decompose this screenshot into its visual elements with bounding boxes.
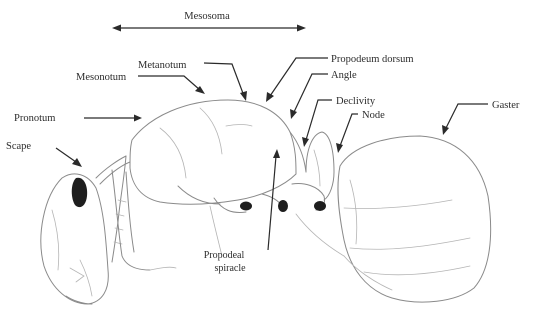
hind-legs: [210, 206, 392, 290]
mesosoma-arrow-left: [112, 25, 121, 32]
eye-icon: [72, 178, 87, 207]
leader-propodeal-spiracle: [268, 156, 276, 250]
arrowhead-node: [336, 143, 343, 153]
label-propodeum-dorsum: Propodeum dorsum: [331, 54, 414, 65]
label-propodeal-spiracle-line1: Propodeal: [204, 250, 245, 261]
mesosoma-body: [130, 100, 306, 204]
label-gaster: Gaster: [492, 100, 520, 111]
hind-coxa-mark: [278, 200, 288, 212]
fore-leg: [112, 170, 176, 270]
ant-illustration: [41, 100, 491, 304]
gaster-body: [338, 136, 491, 302]
arrowhead-declivity: [302, 137, 309, 147]
label-angle: Angle: [331, 70, 357, 81]
label-propodeal-spiracle-line2: spiracle: [214, 263, 246, 274]
mid-coxa-mark: [240, 202, 252, 211]
arrowhead-propodeal-spiracle: [273, 149, 280, 158]
arrowhead-metanotum: [240, 91, 247, 101]
arrowhead-propodeum-dorsum: [266, 92, 274, 102]
label-node: Node: [362, 110, 385, 121]
leader-gaster: [446, 104, 488, 128]
leader-mesonotum: [138, 76, 200, 90]
legs: [178, 184, 326, 213]
label-scape: Scape: [6, 141, 31, 152]
leader-propodeum-dorsum: [270, 58, 328, 96]
label-pronotum: Pronotum: [14, 113, 55, 124]
label-metanotum: Metanotum: [138, 60, 186, 71]
arrowhead-pronotum: [134, 115, 142, 122]
petiole-node: [306, 132, 334, 200]
label-mesosoma: Mesosoma: [184, 11, 230, 22]
node-base-mark: [314, 201, 326, 211]
arrowhead-scape: [72, 158, 82, 167]
label-mesonotum: Mesonotum: [76, 72, 126, 83]
leader-metanotum: [204, 63, 244, 96]
arrowhead-angle: [290, 109, 297, 119]
arrowhead-gaster: [442, 125, 449, 135]
label-declivity: Declivity: [336, 96, 376, 107]
mesosoma-arrow-right: [297, 25, 306, 32]
leader-node: [340, 114, 358, 146]
leader-scape: [56, 148, 76, 162]
leader-declivity: [306, 100, 332, 140]
leader-angle: [294, 74, 328, 112]
